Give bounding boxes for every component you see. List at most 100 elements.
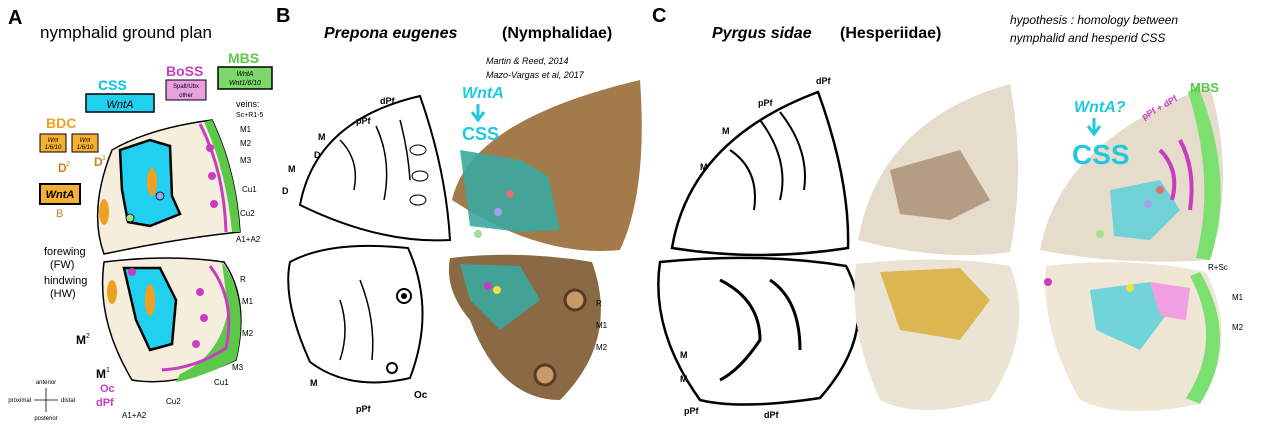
panel-b-letter: B: [276, 5, 290, 27]
b-drawing-eyespot-pupil: [401, 293, 407, 299]
bdc-title: BDC: [46, 115, 76, 131]
boss-title: BoSS: [166, 63, 203, 79]
c-m1r: M1: [1232, 293, 1244, 302]
a-dpf: dPf: [96, 397, 114, 409]
c-m1-low: M: [680, 374, 688, 384]
b-dpf: dPf: [380, 96, 396, 106]
c-ppf-low: pPf: [684, 406, 700, 416]
fw-m2: M2: [240, 139, 252, 148]
panel-a-letter: A: [8, 7, 22, 29]
forewing-green-dot: [126, 214, 134, 222]
bdc-d2-sup: 2: [66, 161, 70, 168]
css-gene: WntA: [107, 99, 134, 111]
b-photo-eyespot-1: [565, 290, 585, 310]
fw-cu2: Cu2: [240, 209, 255, 218]
fw-m1: M1: [240, 125, 252, 134]
panel-b-family: (Nymphalidae): [502, 25, 612, 42]
mbs-line1: WntA: [236, 71, 253, 78]
hindwing-eyespot-2: [200, 314, 208, 322]
hw-a1a2: A1+A2: [122, 411, 147, 420]
hw-cu1: Cu1: [214, 378, 229, 387]
bdc-box1-l2: 1/6/10: [45, 145, 62, 151]
c-hyp-dot-violet: [1144, 200, 1152, 208]
b-m1-low: M: [310, 378, 318, 388]
forewing-violet-dot: [156, 192, 164, 200]
fw-abbr: (FW): [50, 259, 74, 271]
c-drawing-forewing: [672, 92, 848, 255]
mbs-line2: Wnt1/6/10: [229, 80, 261, 87]
hw-abbr: (HW): [50, 288, 76, 300]
c-mbs: MBS: [1190, 80, 1219, 95]
panel-a-title: nymphalid ground plan: [40, 23, 212, 42]
b-d2: D: [282, 186, 289, 196]
panel-b-ref2: Mazo-Vargas et al, 2017: [486, 70, 585, 80]
veins-sub: Sc+R1-5: [236, 112, 264, 119]
forewing-bdc-b: [99, 199, 109, 225]
boss-line1: Spalt/Ubx: [173, 84, 199, 90]
c-rsc: R+Sc: [1208, 263, 1228, 272]
b-css: CSS: [462, 124, 499, 144]
compass-posterior: posterior: [34, 416, 57, 422]
hindwing-label: hindwing: [44, 275, 87, 287]
fw-cu1: Cu1: [242, 185, 257, 194]
forewing-bdc-mark: [147, 168, 157, 196]
c-hypothesis-2: nymphalid and hesperid CSS: [1010, 31, 1165, 45]
hindwing-bdc-mark: [145, 284, 155, 316]
c-wnta: WntA?: [1074, 99, 1126, 116]
css-title: CSS: [98, 77, 127, 93]
c-dpf-low: dPf: [764, 410, 780, 420]
b-d1: D: [314, 150, 321, 160]
compass-distal: distal: [61, 398, 75, 404]
hindwing-bdc-b: [107, 280, 117, 304]
c-arrow: [1088, 118, 1100, 134]
hindwing-eyespot-3: [192, 340, 200, 348]
panel-b-species: Prepona eugenes: [324, 25, 457, 42]
b-photo-eyespot-2: [535, 365, 555, 385]
hw-m2: M2: [242, 329, 254, 338]
b-oc: Oc: [414, 390, 428, 401]
c-hyp-dot-red: [1156, 186, 1164, 194]
compass-proximal: proximal: [8, 398, 31, 404]
boss-line2: other: [179, 93, 193, 99]
bdc-wnta: WntA: [46, 189, 75, 201]
b-arrow: [472, 104, 484, 120]
b-ppf: pPf: [356, 116, 372, 126]
a-m1-sup: 1: [106, 367, 110, 374]
c-hyp-dot-yellow: [1126, 284, 1134, 292]
a-oc: Oc: [100, 383, 115, 395]
a-m2: M: [76, 333, 86, 347]
b-photo-dot-green: [474, 230, 482, 238]
forewing-eyespot-2: [208, 172, 216, 180]
bdc-d1-sup: 1: [102, 155, 106, 162]
forewing-eyespot-3: [210, 200, 218, 208]
b-wnta: WntA: [462, 85, 504, 102]
a-m1: M: [96, 367, 106, 381]
b-photo-dot-red: [506, 190, 514, 198]
veins-title: veins:: [236, 99, 260, 109]
c-m2: M: [700, 162, 708, 172]
b-m1r: M1: [596, 321, 608, 330]
bdc-box2-l1: Wnt: [80, 138, 91, 144]
b-drawing-forewing: [300, 96, 450, 240]
compass: anterior posterior proximal distal: [8, 380, 75, 422]
c-hyp-dot-pink: [1044, 278, 1052, 286]
panel-c-family: (Hesperiidae): [840, 25, 941, 42]
hw-m1: M1: [242, 297, 254, 306]
a-m2-sup: 2: [86, 333, 90, 340]
panel-b: B Prepona eugenes (Nymphalidae) Martin &…: [276, 5, 642, 414]
compass-anterior: anterior: [36, 380, 56, 386]
c-dpf: dPf: [816, 76, 832, 86]
c-hyp-dot-green: [1096, 230, 1104, 238]
b-photo-dot-pink: [484, 282, 492, 290]
panel-b-ref1: Martin & Reed, 2014: [486, 56, 569, 66]
bdc-box1-l1: Wnt: [48, 138, 59, 144]
b-m1: M: [318, 132, 326, 142]
b-ppf-low: pPf: [356, 404, 372, 414]
hw-cu2: Cu2: [166, 397, 181, 406]
b-photo-dot-yellow: [493, 286, 501, 294]
c-css: CSS: [1072, 139, 1130, 170]
c-hypothesis-1: hypothesis : homology between: [1010, 13, 1178, 27]
bdc-box2-l2: 1/6/10: [77, 145, 94, 151]
panel-c: C Pyrgus sidae (Hesperiidae) hypothesis …: [652, 5, 1244, 420]
